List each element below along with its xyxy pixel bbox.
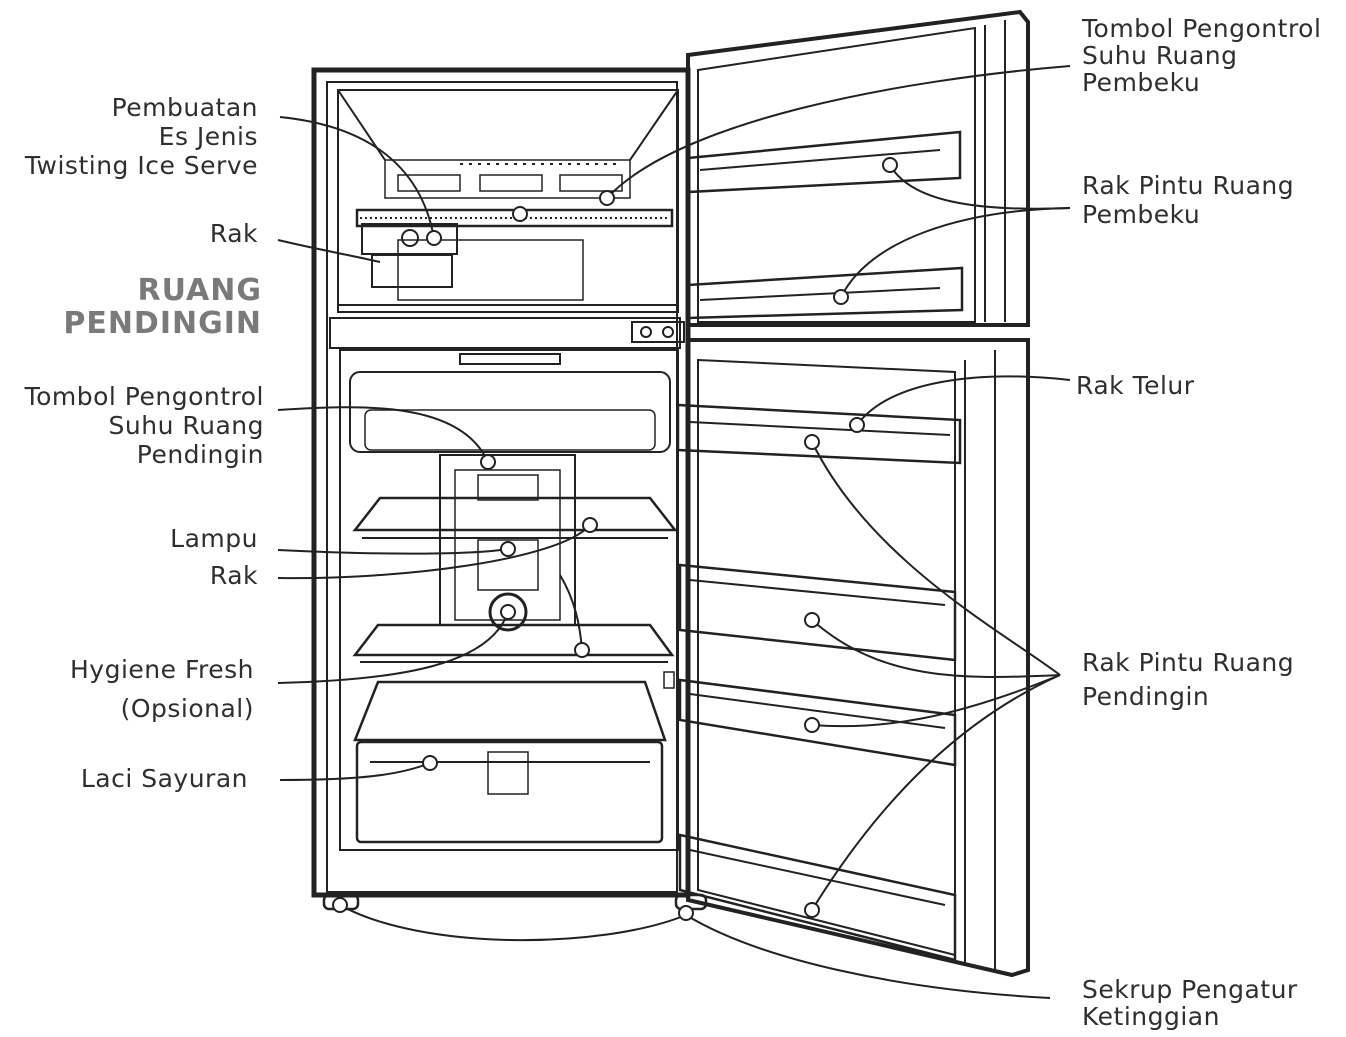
section-heading: RUANG PENDINGIN xyxy=(63,273,262,341)
label-freezer-door-rack: Rak Pintu Ruang Pembeku xyxy=(1082,171,1295,229)
label-fridge-control: Tombol Pengontrol Suhu Ruang Pendingin xyxy=(24,382,264,469)
fridge-door xyxy=(676,338,1030,978)
label-leveling-screw: Sekrup Pengatur Ketinggian xyxy=(1082,975,1298,1031)
callout-dots xyxy=(332,157,898,921)
label-hygiene-fresh: Hygiene Fresh (Opsional) xyxy=(69,655,254,723)
label-egg-tray: Rak Telur xyxy=(1076,371,1195,400)
label-freezer-control: Tombol Pengontrol Suhu Ruang Pembeku xyxy=(1082,14,1322,97)
cabinet xyxy=(311,67,708,911)
label-fridge-shelf: Rak xyxy=(209,561,258,590)
label-freezer-shelf: Rak xyxy=(209,219,258,248)
freezer-door xyxy=(686,9,1030,327)
label-vegetable-drawer: Laci Sayuran xyxy=(80,764,248,793)
leader-lines xyxy=(277,65,1071,999)
label-lamp: Lampu xyxy=(170,524,258,553)
label-ice-maker: Pembuatan Es Jenis Twisting Ice Serve xyxy=(24,93,258,180)
label-fridge-door-rack: Rak Pintu Ruang Pendingin xyxy=(1082,648,1295,711)
